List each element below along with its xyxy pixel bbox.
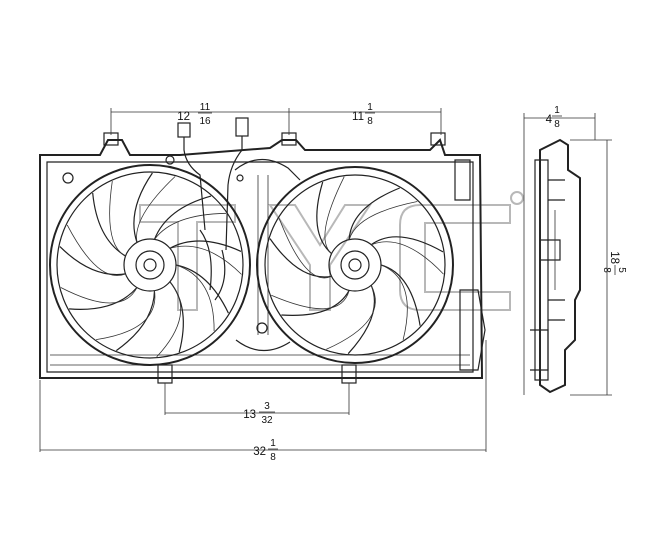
dim-height-num: 5 xyxy=(616,267,627,273)
fan-blade-edge xyxy=(109,181,126,257)
fan-blade xyxy=(59,246,126,276)
dim-mount-num: 1 xyxy=(367,102,373,113)
fan-blade xyxy=(169,240,242,252)
dim-fan-centers-whole: 13 xyxy=(243,409,256,421)
dim-depth xyxy=(523,113,596,395)
dim-depth-num: 1 xyxy=(554,105,560,116)
fan-blade-edge xyxy=(96,290,156,340)
fan-blade xyxy=(153,195,212,240)
dim-mount-whole: 11 xyxy=(352,111,364,123)
fan-blade xyxy=(347,285,375,355)
bottom-mounts xyxy=(157,364,357,384)
fan-blade xyxy=(316,181,332,255)
fan-blade-edge xyxy=(66,224,126,276)
fan-blade xyxy=(269,238,332,278)
dim-height-den: 8 xyxy=(601,267,612,273)
fan-blade xyxy=(281,290,350,316)
fan-blade xyxy=(348,187,400,240)
left-fan xyxy=(49,164,251,366)
fan-blade-edge xyxy=(278,218,332,279)
dim-height-label: 18 5 8 xyxy=(601,251,627,275)
fan-blade-edge xyxy=(271,290,350,310)
dim-overall-den: 8 xyxy=(270,452,276,463)
dim-fan-centers xyxy=(164,383,350,415)
dim-overall-whole: 32 xyxy=(253,446,266,458)
dim-fan-centers-den: 32 xyxy=(261,415,273,426)
dim-overall-width xyxy=(39,340,487,452)
right-fan xyxy=(256,166,454,364)
shroud-front-view xyxy=(39,132,486,379)
fan-blade xyxy=(370,236,444,253)
dim-depth-den: 8 xyxy=(554,119,560,130)
shroud-side-view xyxy=(530,138,581,394)
dim-top xyxy=(110,108,442,135)
fan-blade-edge xyxy=(156,281,182,358)
watermark-logo xyxy=(139,191,524,311)
dim-overall-num: 1 xyxy=(270,438,276,449)
fan-blade-edge xyxy=(169,245,242,275)
fan-blade xyxy=(69,287,138,310)
dim-mount-den: 8 xyxy=(367,116,373,127)
fan-blade-edge xyxy=(136,176,176,243)
fan-blade-edge xyxy=(175,264,215,332)
fan-blade xyxy=(380,264,421,326)
fan-blade-edge xyxy=(154,212,227,240)
dim-connector-whole: 12 xyxy=(177,111,190,123)
fan-blade-edge xyxy=(60,287,138,304)
dim-connector-num: 11 xyxy=(200,102,211,113)
fan-blade-edge xyxy=(380,264,408,340)
fan-blade xyxy=(115,290,156,352)
fan-blade xyxy=(92,192,126,257)
fan-blade xyxy=(133,172,153,243)
dim-height xyxy=(570,139,612,396)
dim-fan-centers-num: 3 xyxy=(264,401,270,412)
dim-height-whole: 18 xyxy=(608,251,620,264)
fan-blade-edge xyxy=(324,176,345,255)
fan-blade-edge xyxy=(326,285,376,350)
fan-blade-edge xyxy=(348,201,418,240)
fan-blade-edge xyxy=(371,241,444,275)
wire-connectors xyxy=(177,117,249,301)
dim-depth-whole: 4 xyxy=(546,114,553,126)
fan-blade xyxy=(175,264,229,314)
dim-connector-den: 16 xyxy=(199,116,211,127)
